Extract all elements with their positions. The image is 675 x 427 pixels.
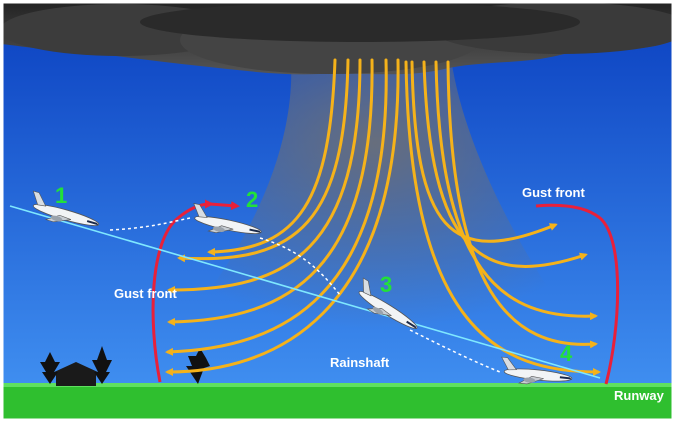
house-and-trees (40, 346, 210, 386)
flight-path (109, 217, 501, 373)
storm-cloud (0, 0, 675, 75)
ground-edge (0, 383, 675, 387)
gust-front-left-label: Gust front (114, 286, 177, 301)
runway-label: Runway (614, 388, 664, 403)
gust-front-right-curve (535, 203, 620, 385)
rainshaft-label: Rainshaft (330, 355, 390, 370)
rainshaft-area (150, 50, 600, 360)
position-number-3: 3 (380, 272, 393, 297)
position-number-2: 2 (246, 187, 259, 212)
gust-front-right-label: Gust front (522, 185, 585, 200)
position-number-4: 4 (560, 341, 573, 366)
downdraft-arrows (165, 58, 601, 376)
glide-path-line (9, 205, 601, 379)
ground (0, 385, 675, 422)
position-number-1: 1 (55, 183, 68, 208)
gust-front-left-tip (209, 201, 240, 211)
